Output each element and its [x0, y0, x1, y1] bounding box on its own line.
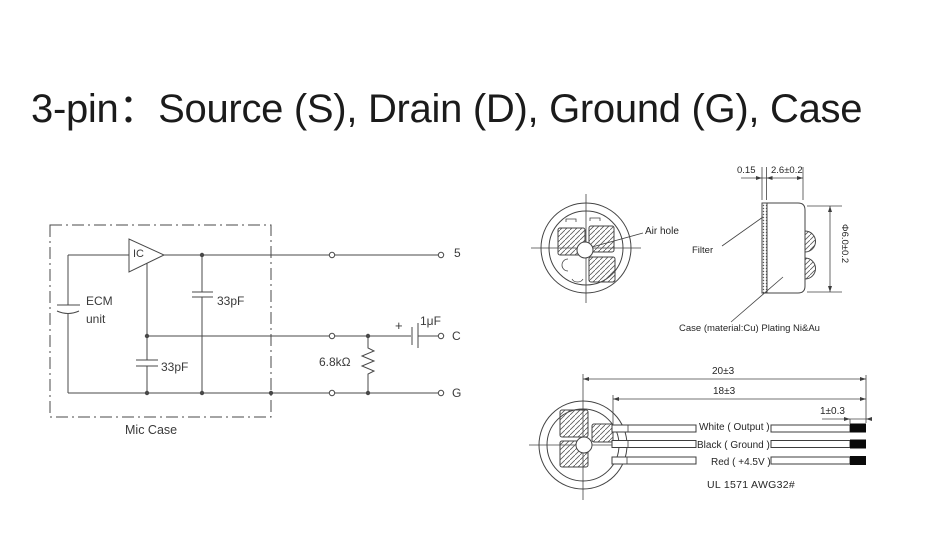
- solder-bump: [804, 257, 816, 280]
- junction-dots: [144, 252, 371, 396]
- air-hole-leader: [591, 232, 644, 248]
- wire-leads: [611, 423, 866, 465]
- cap-33pf-top-label: 33pF: [217, 294, 245, 308]
- ic-label: IC: [133, 248, 144, 260]
- mic-front-view: [531, 194, 644, 303]
- dimension-diameter: [807, 205, 842, 293]
- output-cap-polarity-label: +: [395, 318, 403, 333]
- air-hole-label: Air hole: [645, 226, 679, 237]
- dim-tip-length: 1±0.3: [820, 406, 845, 417]
- solder-bump: [804, 230, 816, 253]
- case-material-label: Case (material:Cu) Plating Ni&Au: [679, 323, 820, 334]
- dimension-lines-leads: [583, 375, 872, 425]
- mic-back-view: [529, 374, 639, 500]
- filter-leader: [721, 216, 764, 247]
- output-cap-value-label: 1μF: [420, 314, 441, 328]
- pin-c-label: C: [452, 329, 461, 343]
- dim-lead-length: 18±3: [713, 386, 736, 397]
- filter-strip: [761, 202, 768, 294]
- mic-side-view: [721, 167, 842, 323]
- dim-total-length: 20±3: [712, 366, 735, 377]
- resistor-symbol: [360, 336, 376, 393]
- page-title: 3-pin：Source (S), Drain (D), Ground (G),…: [31, 87, 863, 131]
- air-hole: [576, 241, 594, 259]
- pin-g-label: G: [452, 386, 462, 400]
- pin-5-label: 5: [454, 246, 461, 260]
- case-body: [766, 202, 806, 294]
- wire-white-label: White ( Output ): [699, 422, 770, 433]
- air-hole: [575, 436, 593, 454]
- resistor-value-label: 6.8kΩ: [319, 355, 351, 369]
- cable-spec-label: UL 1571 AWG32#: [707, 479, 796, 491]
- case-note-leader: [730, 276, 784, 323]
- dim-filter-thickness: 0.15: [737, 165, 756, 176]
- dimension-lines-top: [741, 167, 804, 200]
- wire-black-label: Black ( Ground ): [697, 440, 770, 451]
- dim-diameter: Φ6.0±0.2: [839, 224, 850, 264]
- ecm-capsule-symbol: [56, 304, 80, 314]
- mic-case-label: Mic Case: [125, 423, 178, 437]
- terminal-circles: [328, 251, 445, 397]
- stripped-wire-tips: [850, 423, 866, 465]
- output-cap-symbol: [411, 323, 419, 348]
- mic-case-boundary: [49, 224, 272, 418]
- filter-label: Filter: [692, 245, 714, 256]
- cap-33pf-bottom-label: 33pF: [161, 360, 189, 374]
- wire-red-label: Red ( +4.5V ): [711, 457, 771, 468]
- dim-body-length: 2.6±0.2: [771, 165, 803, 176]
- schematic-circuit: [49, 224, 445, 418]
- ecm-unit-label-line2: unit: [86, 312, 106, 326]
- ecm-unit-label-line1: ECM: [86, 294, 113, 308]
